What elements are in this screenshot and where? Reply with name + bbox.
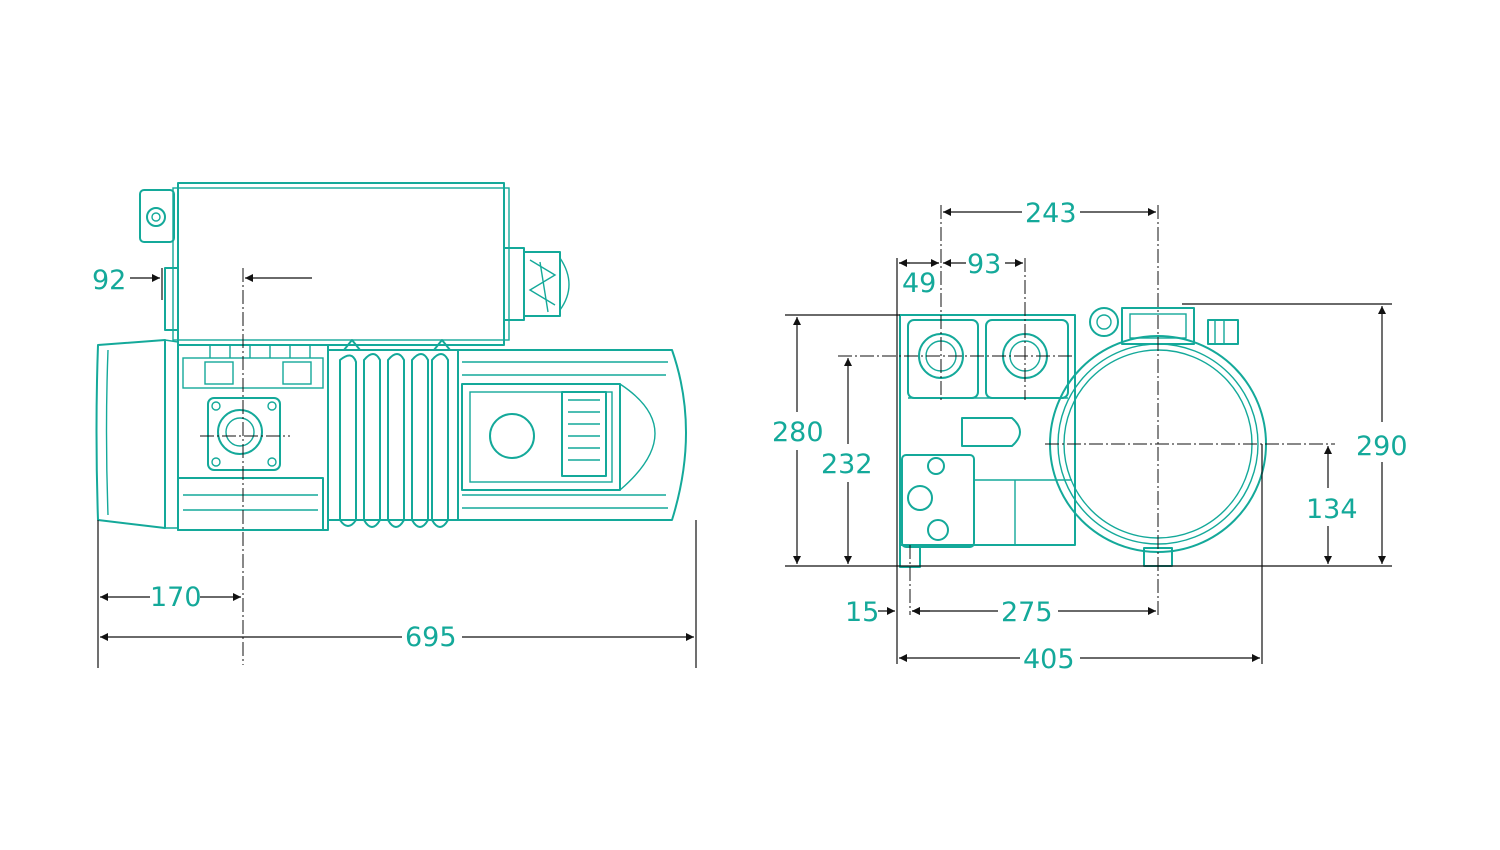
dimension-label-92: 92 <box>92 265 126 296</box>
dimension-232: 232 <box>821 358 873 564</box>
dimension-label-170: 170 <box>150 582 202 613</box>
fan-cover <box>95 339 179 529</box>
exhaust-box <box>139 182 570 346</box>
dimension-label-405: 405 <box>1023 644 1075 675</box>
dimension-93: 93 <box>943 249 1023 280</box>
dimension-label-290: 290 <box>1356 431 1408 462</box>
dimension-695: 695 <box>100 622 694 653</box>
dimension-label-280: 280 <box>772 417 824 448</box>
dimension-label-93: 93 <box>967 249 1001 280</box>
dimension-290: 290 <box>1356 306 1408 564</box>
cooling-coils <box>328 339 459 528</box>
motor <box>457 349 687 521</box>
pump-body <box>177 344 329 531</box>
front-housing <box>899 314 1076 568</box>
dimension-label-232: 232 <box>821 449 873 480</box>
dimension-49: 49 <box>899 259 939 299</box>
dimension-275: 275 <box>912 597 1156 628</box>
dimension-label-134: 134 <box>1306 494 1358 525</box>
dimension-92: 92 <box>92 265 312 296</box>
dimension-243: 243 <box>943 198 1156 229</box>
dimension-label-49: 49 <box>902 268 936 299</box>
front-view: 243 49 93 280 232 2 <box>772 198 1408 675</box>
side-view: 92 170 695 <box>92 182 697 668</box>
dimension-134: 134 <box>1306 446 1358 564</box>
dimension-170: 170 <box>100 582 241 613</box>
dimension-280: 280 <box>772 317 824 564</box>
dimension-15: 15 <box>845 597 930 628</box>
dimension-label-275: 275 <box>1001 597 1053 628</box>
dimension-label-15: 15 <box>845 597 879 628</box>
dimension-label-695: 695 <box>405 622 457 653</box>
dimension-405: 405 <box>899 644 1260 675</box>
dimension-label-243: 243 <box>1025 198 1077 229</box>
